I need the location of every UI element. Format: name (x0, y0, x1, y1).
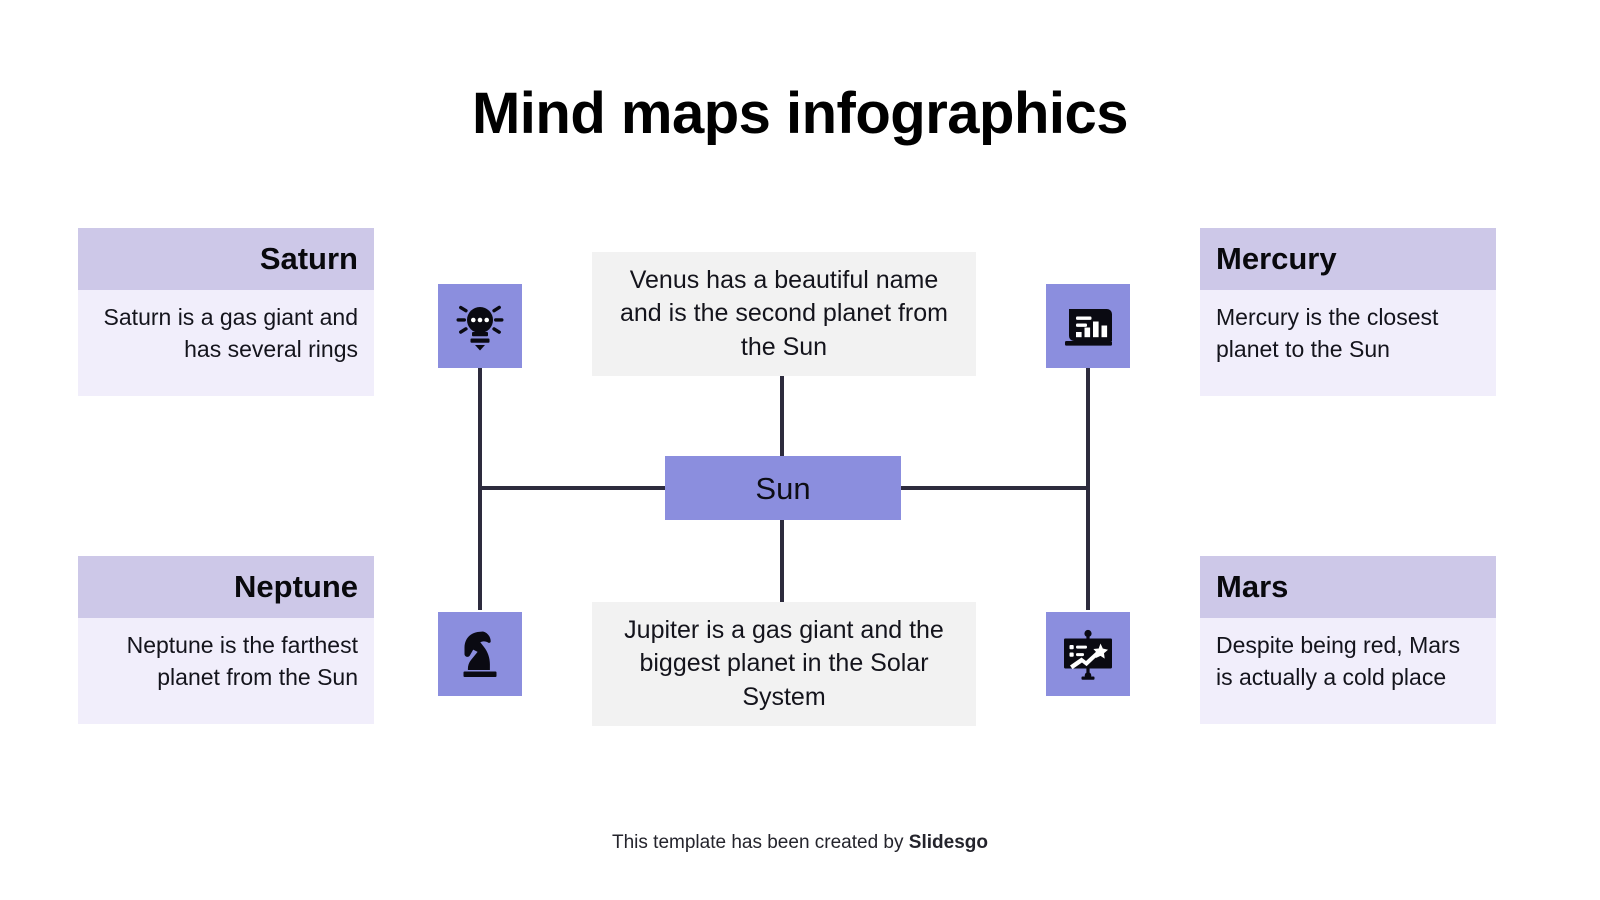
card-neptune-body: Neptune is the farthest planet from the … (78, 618, 374, 724)
card-mars[interactable]: Mars Despite being red, Mars is actually… (1200, 556, 1496, 724)
connector-right-vertical (1086, 366, 1090, 610)
card-mars-title: Mars (1216, 568, 1289, 604)
connector-sun-top-stub (780, 376, 784, 458)
connector-sun-bottom-stub (780, 520, 784, 604)
card-mercury-text: Mercury is the closest planet to the Sun (1216, 304, 1439, 362)
icon-tile-bottom-left[interactable] (438, 612, 522, 696)
connector-sun-left-arm (478, 486, 668, 490)
footer-credit-brand: Slidesgo (908, 832, 988, 853)
card-mars-body: Despite being red, Mars is actually a co… (1200, 618, 1496, 724)
card-saturn-body: Saturn is a gas giant and has several ri… (78, 290, 374, 396)
info-box-jupiter-text: Jupiter is a gas giant and the biggest p… (624, 615, 944, 711)
card-mercury-title: Mercury (1216, 240, 1337, 276)
footer-credit-prefix: This template has been created by (612, 832, 909, 853)
info-box-jupiter[interactable]: Jupiter is a gas giant and the biggest p… (592, 602, 976, 726)
icon-tile-top-left[interactable] (438, 284, 522, 368)
chess-knight-icon (453, 627, 507, 681)
card-saturn[interactable]: Saturn Saturn is a gas giant and has sev… (78, 228, 374, 396)
node-sun[interactable]: Sun (665, 456, 901, 520)
strategy-board-icon (1060, 626, 1116, 682)
info-box-venus-text: Venus has a beautiful name and is the se… (620, 265, 948, 361)
card-mars-header: Mars (1200, 556, 1496, 618)
icon-tile-top-right[interactable] (1046, 284, 1130, 368)
card-neptune-title: Neptune (234, 568, 358, 604)
page-title: Mind maps infographics (471, 81, 1129, 146)
bar-chart-presentation-icon (1061, 299, 1115, 353)
card-mercury-header: Mercury (1200, 228, 1496, 290)
card-mercury-body: Mercury is the closest planet to the Sun (1200, 290, 1496, 396)
card-saturn-header: Saturn (78, 228, 374, 290)
connector-sun-right-arm (898, 486, 1088, 490)
card-mars-text: Despite being red, Mars is actually a co… (1216, 632, 1461, 690)
card-saturn-title: Saturn (259, 240, 358, 276)
card-saturn-text: Saturn is a gas giant and has several ri… (103, 304, 358, 362)
node-sun-label: Sun (755, 470, 811, 506)
card-neptune-header: Neptune (78, 556, 374, 618)
card-mercury[interactable]: Mercury Mercury is the closest planet to… (1200, 228, 1496, 396)
info-box-venus[interactable]: Venus has a beautiful name and is the se… (592, 252, 976, 376)
lightbulb-idea-icon (452, 298, 508, 354)
card-neptune-text: Neptune is the farthest planet from the … (126, 632, 358, 690)
footer-credit: This template has been created by Slides… (0, 832, 1600, 854)
icon-tile-bottom-right[interactable] (1046, 612, 1130, 696)
card-neptune[interactable]: Neptune Neptune is the farthest planet f… (78, 556, 374, 724)
